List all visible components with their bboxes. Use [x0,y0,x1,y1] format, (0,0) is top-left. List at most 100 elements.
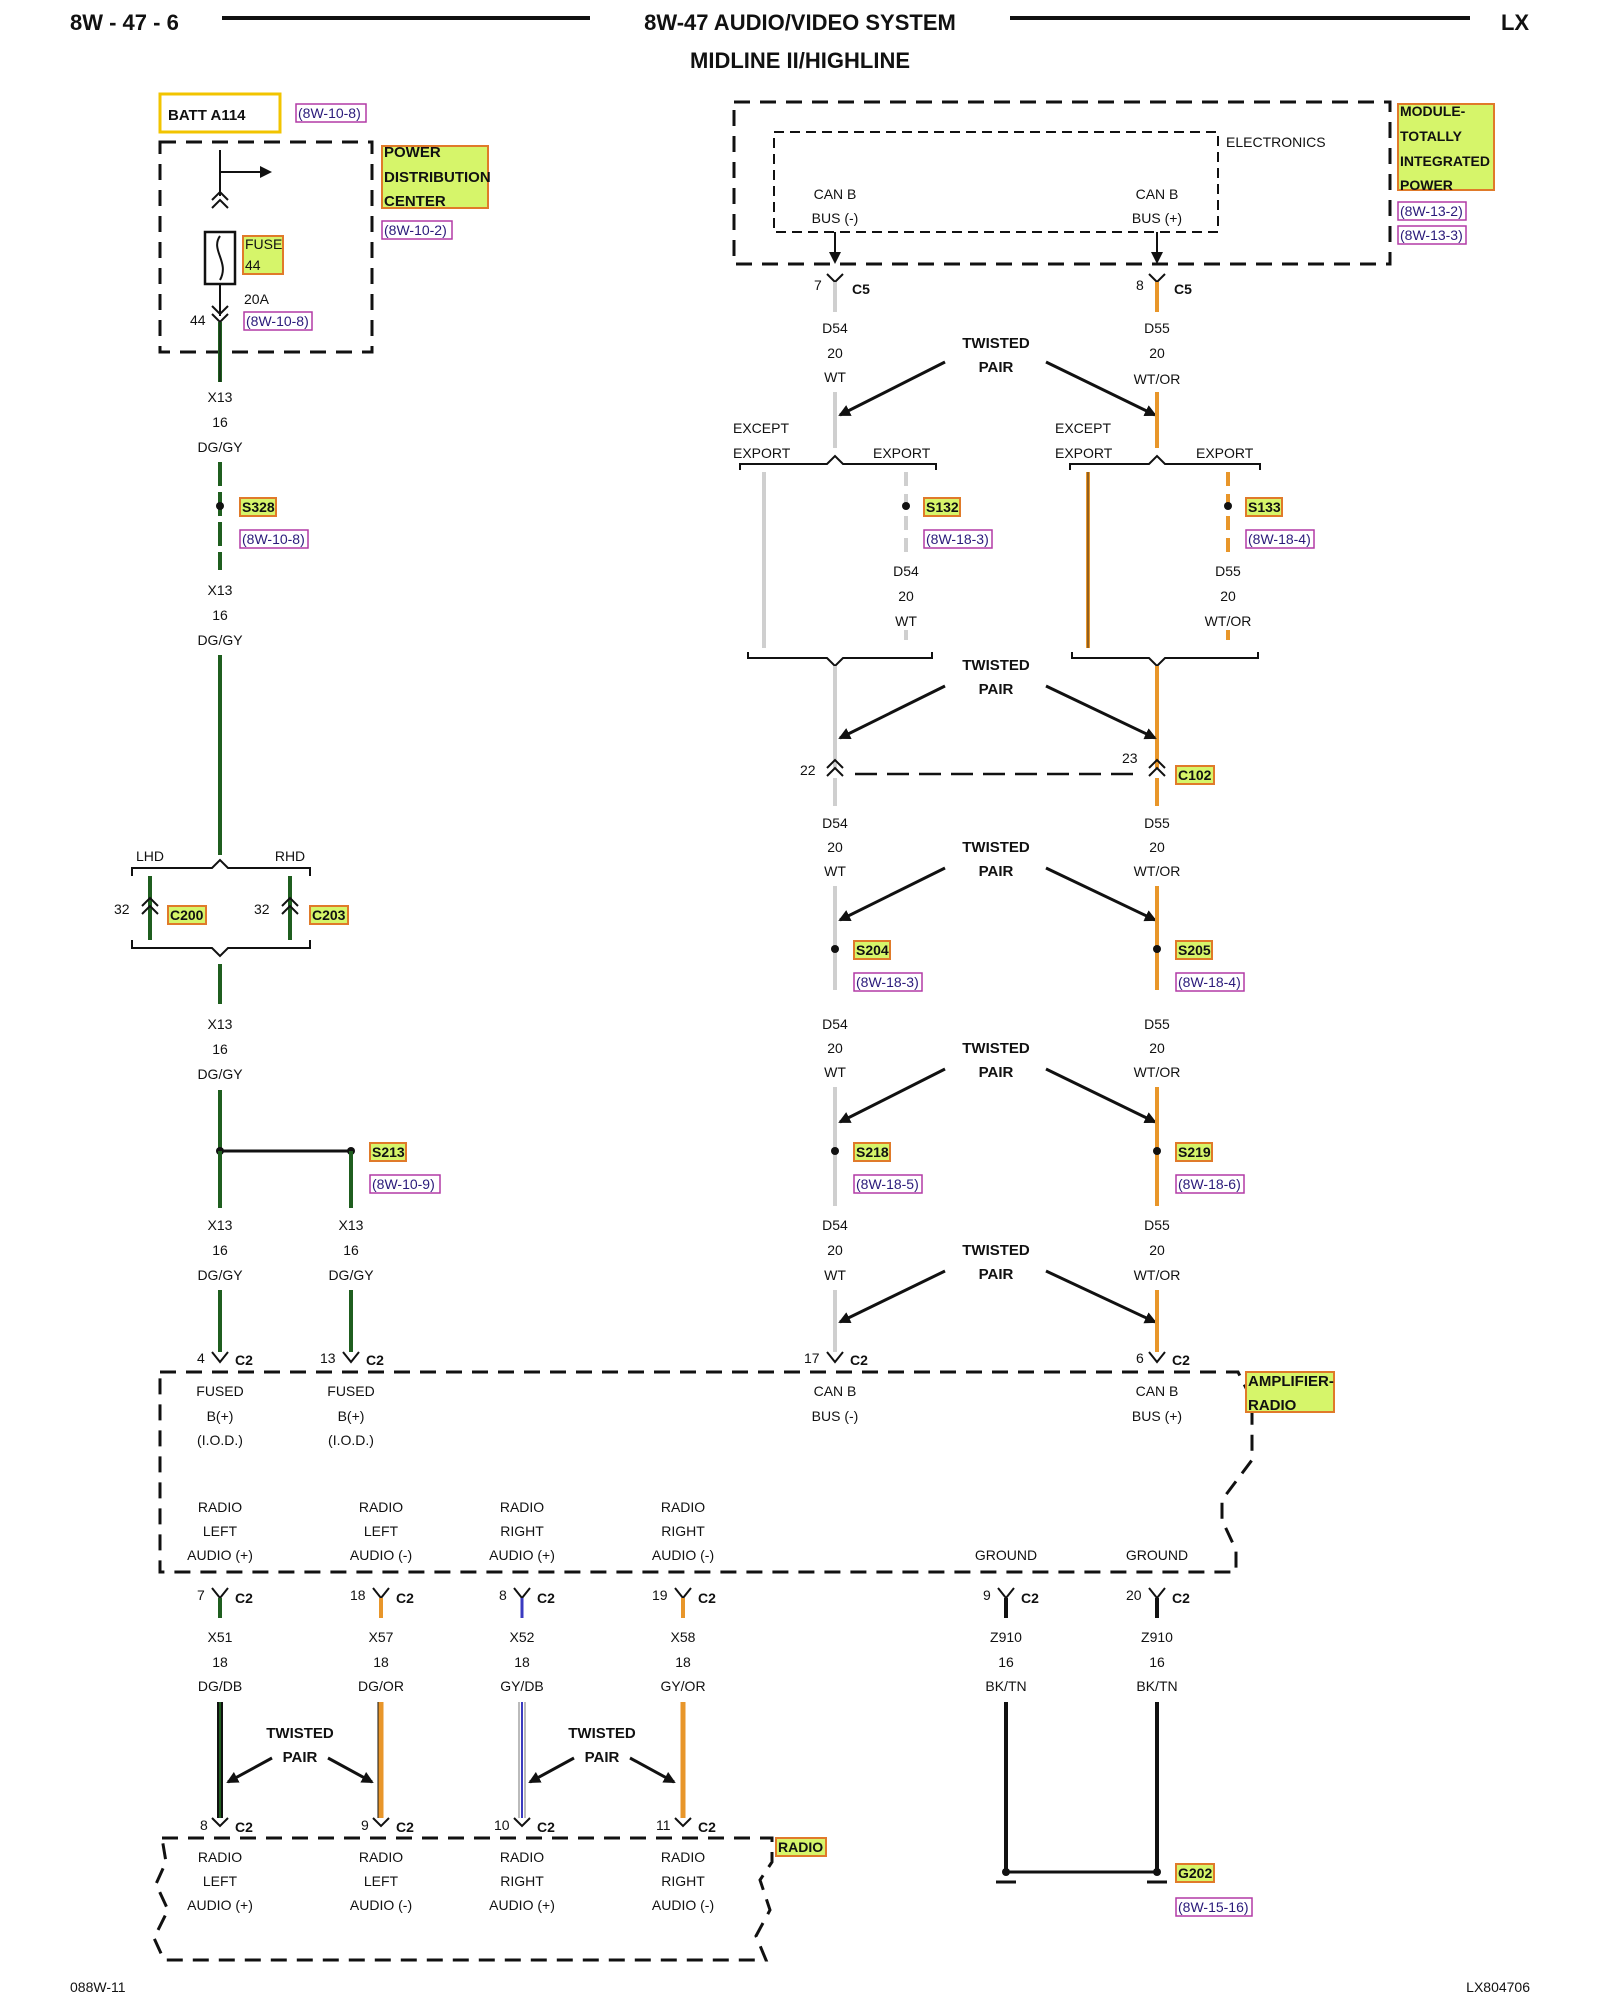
amp-pin7-connector-icon [211,1587,229,1600]
c5-pin-minus: 7 [814,277,822,293]
x13-label-1a: X13 [208,389,233,405]
amp-pin19-c2: C2 [698,1590,716,1606]
amp-pin19-label-2: RIGHT [661,1523,705,1539]
x13-label-2b: 16 [212,607,228,623]
x13-label-4b: 16 [212,1242,228,1258]
d55-label-3c: WT/OR [1134,863,1181,879]
splice-s218-ref: (8W-18-5) [856,1176,919,1192]
d54-label-2a: D54 [893,563,919,579]
amp-pin13: 13 [320,1350,336,1366]
amp-name-1: AMPLIFIER- [1248,1373,1334,1390]
splice-s132: S132 [926,499,959,515]
c5-pin-plus: 8 [1136,277,1144,293]
radio-pin11: 11 [656,1817,671,1833]
splice-s204-ref: (8W-18-3) [856,974,919,990]
twisted-pair-1a: TWISTED [962,335,1030,352]
twisted-pair-3a: TWISTED [962,839,1030,856]
splice-s133-dot [1224,502,1232,510]
amp-pin4-c2: C2 [235,1352,253,1368]
d55-label-3b: 20 [1149,839,1165,855]
radio-pin8: 8 [200,1817,208,1833]
twisted-pair-6b: PAIR [283,1749,318,1766]
amp-pin6: 6 [1136,1350,1144,1366]
splice-s204-dot [831,945,839,953]
amp-pin8: 8 [499,1587,507,1603]
page-subtitle: MIDLINE II/HIGHLINE [690,48,910,73]
tipm-name-3: INTEGRATED [1400,153,1490,169]
splice-s204: S204 [856,942,889,958]
x13-label-5c: DG/GY [328,1267,374,1283]
x13-label-3c: DG/GY [197,1066,243,1082]
c102-pin-a: 22 [800,762,816,778]
output-wires: 7 C2 18 C2 8 C2 19 C2 9 C2 20 C2 X51 18 … [197,1587,1253,1917]
amp-pin9: 9 [983,1587,991,1603]
c200-connector-icon [141,896,159,915]
twisted-pair-3b: PAIR [979,863,1014,880]
twisted-pair-5a: TWISTED [962,1242,1030,1259]
tipm-ref-2: (8W-13-3) [1400,227,1463,243]
splice-s205-dot [1153,945,1161,953]
page-id: 8W - 47 - 6 [70,10,179,35]
tipm-name-2: TOTALLY [1400,128,1463,144]
radio-pin9-c2: C2 [396,1819,414,1835]
pdc-name-2: DISTRIBUTION [384,169,491,186]
amplifier-radio-module: AMPLIFIER- RADIO 4 C2 13 C2 17 C2 6 C2 F… [158,1350,1335,1574]
z910-a-label-c: BK/TN [985,1678,1026,1694]
tipm-electronics: ELECTRONICS [1226,134,1326,150]
d55-label-5b: 20 [1149,1242,1165,1258]
c203-pin: 32 [254,901,270,917]
fuse-upper-connector-icon [211,190,229,209]
amp-pin17-c2: C2 [850,1352,868,1368]
d54-label-1a: D54 [822,320,848,336]
export-2: EXPORT [1196,445,1254,461]
page-footer: 088W-11 LX804706 [70,1979,1530,1995]
splice-s219-ref: (8W-18-6) [1178,1176,1241,1192]
c5-minus-connector-icon [826,273,844,284]
d55-label-1a: D55 [1144,320,1170,336]
x52-label-a: X52 [510,1629,535,1645]
amp-pin9-c2: C2 [1021,1590,1039,1606]
radio-pin8-connector-icon [211,1817,229,1828]
z910-a-label-b: 16 [998,1654,1014,1670]
power-distribution-center: BATT A114 (8W-10-8) POWER DISTRIBUTION C… [158,92,491,354]
radio-pin10-connector-icon [513,1817,531,1828]
d54-label-4c: WT [824,1064,846,1080]
d54-label-3a: D54 [822,815,848,831]
twisted-pair-7a: TWISTED [568,1725,636,1742]
amp-pin18-connector-icon [372,1587,390,1600]
tipm-ref-1: (8W-13-2) [1400,203,1463,219]
amp-pin18-label-3: AUDIO (-) [350,1547,412,1563]
tipm-can-plus-1: CAN B [1136,186,1179,202]
radio-module: RADIO 8 C2 9 C2 10 C2 11 C2 RADIO LEFT A… [152,1817,827,1962]
amp-pin4: 4 [197,1350,205,1366]
page-title: 8W-47 AUDIO/VIDEO SYSTEM [644,10,956,35]
d55-label-4a: D55 [1144,1016,1170,1032]
splice-s218-dot [831,1147,839,1155]
splice-s219: S219 [1178,1144,1211,1160]
splice-s328-dot [216,502,224,510]
z910-b-label-b: 16 [1149,1654,1165,1670]
x13-label-5a: X13 [339,1217,364,1233]
batt-label: BATT A114 [168,107,246,124]
d55-label-5a: D55 [1144,1217,1170,1233]
splice-s213-ref: (8W-10-9) [372,1176,435,1192]
radio-pin9: 9 [361,1817,369,1833]
except-export-1a: EXCEPT [733,420,789,436]
connector-c203: C203 [312,907,346,923]
radio-pin11-label-2: RIGHT [661,1873,705,1889]
c102-minus-connector-icon [826,758,844,777]
amp-pin19-connector-icon [674,1587,692,1600]
module-tipm: ELECTRONICS CAN B BUS (-) CAN B BUS (+) … [732,100,1495,297]
radio-pin11-label-3: AUDIO (-) [652,1897,714,1913]
x13-label-4c: DG/GY [197,1267,243,1283]
x52-label-c: GY/DB [500,1678,544,1694]
twisted-pair-5b: PAIR [979,1266,1014,1283]
amp-pin17: 17 [804,1350,820,1366]
amp-pin4-connector-icon [211,1351,229,1364]
can-bus-chain: D54 20 WT D55 20 WT/OR TWISTED PAIR EXCE… [733,282,1315,1352]
d55-label-2b: 20 [1220,588,1236,604]
amp-pin7-label-2: LEFT [203,1523,238,1539]
tipm-name-4: POWER [1400,177,1453,193]
batt-ref: (8W-10-8) [298,105,361,121]
